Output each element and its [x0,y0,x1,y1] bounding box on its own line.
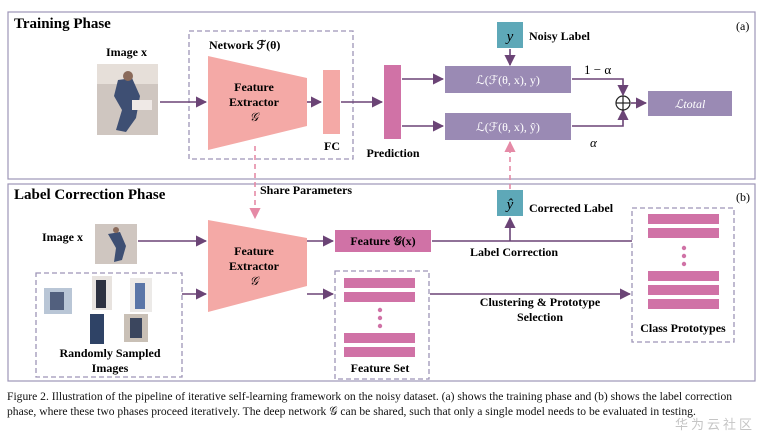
correction-feature-extractor [208,220,307,312]
class-prototypes-stack [648,214,719,309]
noisy-label-text: Noisy Label [529,29,591,43]
figure-caption: Figure 2. Illustration of the pipeline o… [7,390,733,418]
pipeline-figure: Training Phase (a) Image x Network ℱ(θ) … [7,11,756,382]
corrected-label-symbol: ŷ [505,197,514,213]
weight-corrected: α [590,135,598,150]
network-frame [188,30,354,160]
watermark: 华为云社区 [674,418,755,433]
sampled-images-line2: Images [92,361,129,375]
clustering-line2: Selection [517,310,563,324]
prediction-label: Prediction [366,146,419,160]
training-extractor-line2: Extractor [229,95,280,109]
training-phase-title: Training Phase [14,16,111,32]
loss-corrected-text: ℒ(ℱ(θ, x), ŷ) [476,120,540,134]
correction-phase-tag: (b) [736,190,750,204]
loss-noisy-box [445,66,571,93]
label-correction-text: Label Correction [470,245,558,259]
pipeline-diagram: Training Phase (a) Image x Network ℱ(θ) … [7,11,756,382]
feature-box-text: Feature 𝒢(x) [350,234,415,248]
loss-total-box [648,91,732,116]
sampled-images-frame [35,272,183,378]
noisy-label-box [497,22,523,48]
feature-set-label: Feature Set [351,361,410,375]
training-feature-extractor [208,56,307,150]
noisy-label-symbol: y [505,29,514,45]
correction-extractor-line1: Feature [234,244,274,258]
correction-phase-frame [7,183,756,382]
training-image-label: Image x [106,45,147,59]
sampled-images-line1: Randomly Sampled [59,346,160,360]
share-parameters-label: Share Parameters [260,183,352,197]
corrected-label-box [497,190,523,216]
correction-image-label: Image x [42,230,83,244]
training-extractor-line1: Feature [234,80,274,94]
loss-noisy-text: ℒ(ℱ(θ, x), y) [476,73,540,87]
correction-extractor-line2: Extractor [229,259,280,273]
feature-set-frame [334,270,430,380]
fc-layer [323,70,340,134]
weight-noisy: 1 − α [584,62,611,77]
arrow-loss-noisy-to-sum [572,78,629,97]
correction-extractor-symbol: 𝒢 [250,274,261,288]
correction-input-image [95,224,137,264]
feature-set-stack [344,278,415,357]
feature-box [335,230,431,252]
training-input-image [97,64,158,135]
training-phase-tag: (a) [736,19,749,33]
loss-total-text: ℒtotal [675,97,706,111]
loss-corrected-box [445,113,571,140]
training-extractor-symbol: 𝒢 [250,110,261,124]
correction-phase-title: Label Correction Phase [14,187,166,203]
arrow-loss-corrected-to-sum [572,108,629,127]
class-prototypes-label: Class Prototypes [640,321,726,335]
network-label: Network ℱ(θ) [209,38,280,52]
clustering-line1: Clustering & Prototype [480,295,601,309]
corrected-label-text: Corrected Label [529,201,614,215]
training-phase-frame [7,11,756,180]
sampled-image-thumbnails [44,276,152,344]
class-prototypes-frame [631,207,735,343]
fc-label: FC [324,139,340,153]
prediction-bar [384,65,401,139]
